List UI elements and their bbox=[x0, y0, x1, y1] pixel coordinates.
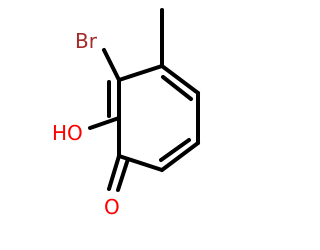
bond-c2-c3-inner bbox=[161, 75, 193, 101]
bond-c-o-1 bbox=[107, 154, 121, 191]
bond-c2-c3 bbox=[160, 64, 200, 95]
hydroxyl-atom-label: HO bbox=[52, 121, 83, 145]
molecule-canvas: Br HO O bbox=[52, 8, 200, 219]
bond-c1-c2 bbox=[117, 64, 164, 82]
bromine-atom-label: Br bbox=[75, 29, 98, 53]
bond-c-o-2 bbox=[116, 157, 130, 192]
carbonyl-oxygen-label: O bbox=[104, 195, 120, 219]
bond-c-oh bbox=[88, 116, 121, 130]
bond-c4-c5-inner bbox=[159, 138, 191, 162]
structure-diagram: Br HO O bbox=[52, 8, 200, 219]
bond-c-br bbox=[102, 48, 121, 82]
bond-c4-c5 bbox=[160, 141, 200, 172]
